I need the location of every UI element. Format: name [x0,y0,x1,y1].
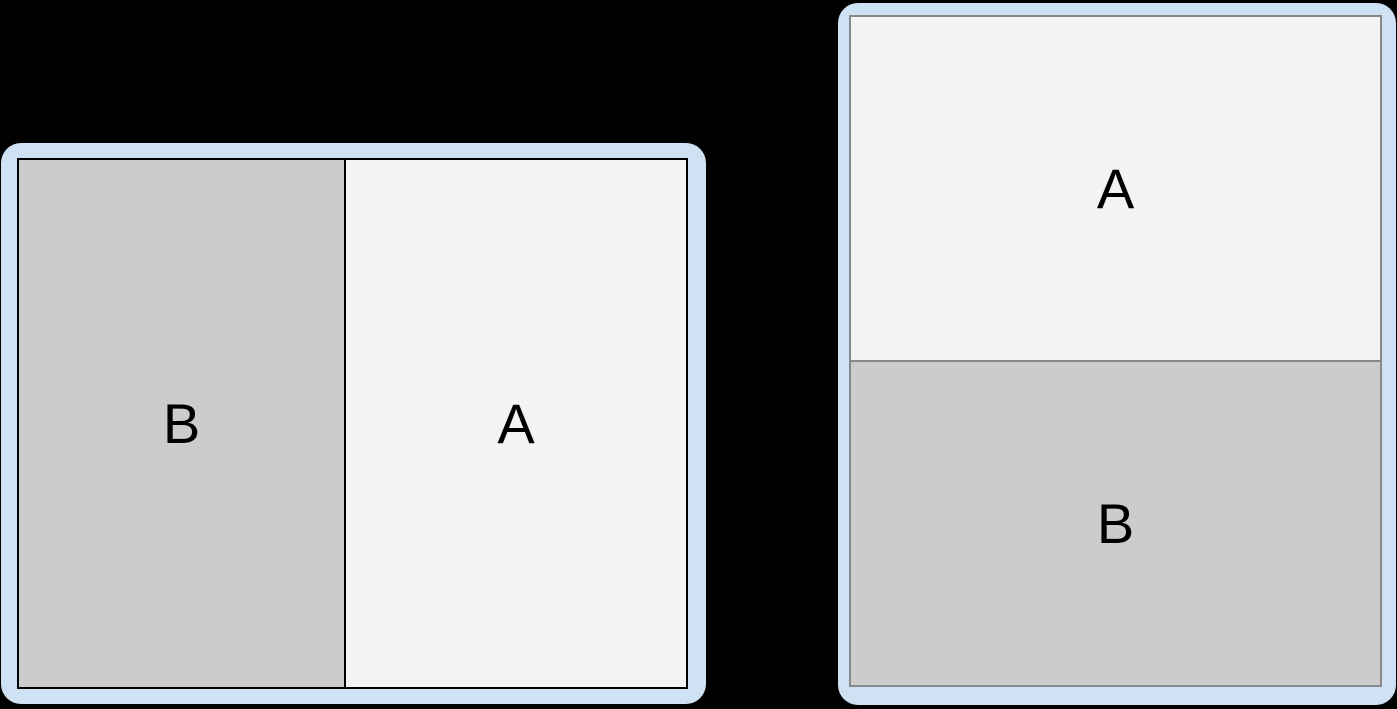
left-split-card: B A [1,143,706,704]
left-card-panel-a-label: A [497,391,535,455]
left-card-panel-group: B A [17,158,688,689]
left-card-panel-b: B [19,160,346,687]
right-split-card: A B [838,3,1396,705]
right-card-panel-b: B [851,362,1380,685]
right-card-panel-group: A B [849,15,1382,687]
right-card-panel-b-label: B [1096,491,1135,555]
right-card-panel-a-label: A [1096,156,1135,220]
right-card-panel-a: A [851,17,1380,362]
left-card-panel-b-label: B [162,391,201,455]
left-card-panel-a: A [346,160,686,687]
